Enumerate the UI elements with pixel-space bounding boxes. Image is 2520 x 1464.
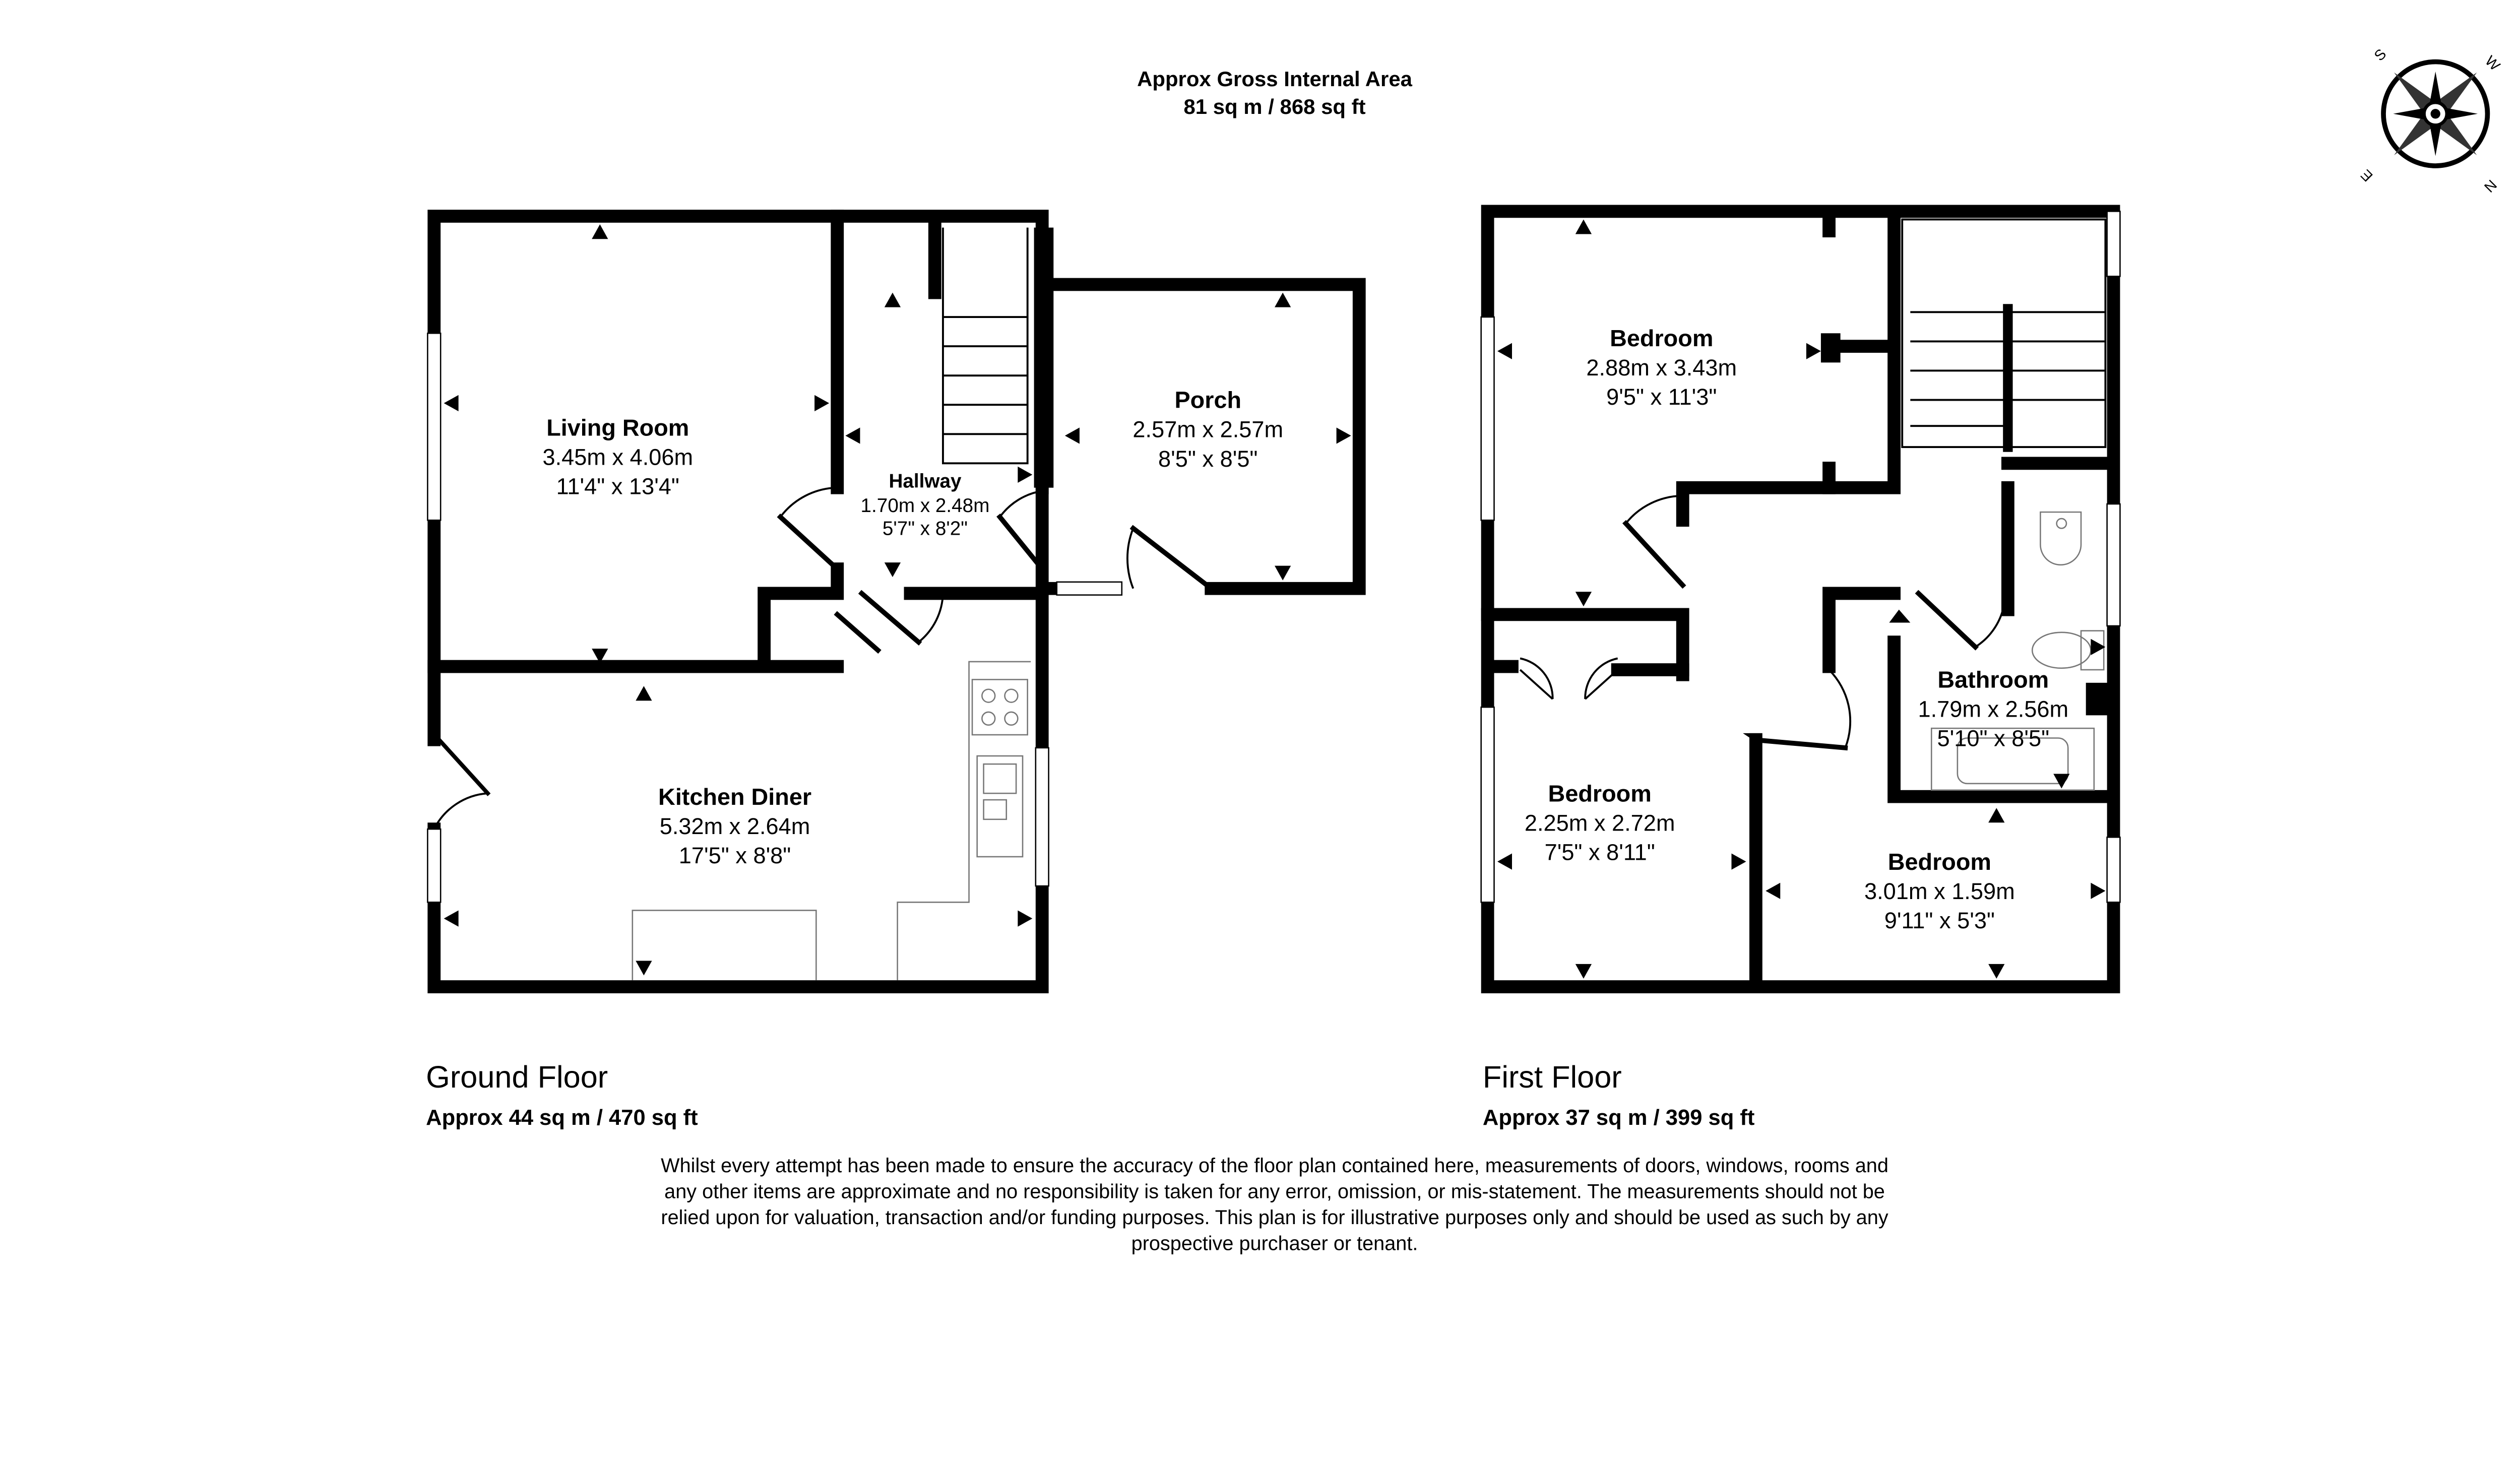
window <box>1480 706 1495 903</box>
room-imperial: 9'5" x 11'3" <box>1606 384 1717 410</box>
ground-floor-plan: Living Room 3.45m x 4.06m 11'4" x 13'4" … <box>427 210 1366 993</box>
wall <box>1887 635 2112 803</box>
window <box>2106 503 2121 627</box>
compass-label-s: S <box>2371 46 2389 64</box>
wall <box>1822 587 1901 673</box>
room-imperial: 5'10" x 8'5" <box>1937 726 2050 751</box>
wall <box>427 562 844 673</box>
room-imperial: 8'5" x 8'5" <box>1158 446 1257 472</box>
basin-icon <box>2040 511 2082 566</box>
first-floor-plan: Bedroom 2.88m x 3.43m 9'5" x 11'3" Bathr… <box>1480 205 2121 993</box>
room-imperial: 11'4" x 13'4" <box>556 474 679 499</box>
window <box>2106 211 2121 277</box>
sink-icon <box>976 755 1024 858</box>
window <box>427 828 442 903</box>
window <box>1035 747 1049 887</box>
window <box>427 332 442 521</box>
hob-icon <box>971 679 1029 736</box>
toilet-icon <box>2031 631 2092 669</box>
room-name-hallway: Hallway <box>889 471 962 492</box>
wall <box>1481 608 1689 681</box>
room-imperial: 5'7" x 8'2" <box>883 518 968 539</box>
disclaimer-line: prospective purchaser or tenant. <box>1131 1233 1418 1255</box>
compass-label-e: E <box>2358 166 2376 184</box>
window <box>1480 316 1495 521</box>
room-metric: 1.79m x 2.56m <box>1918 696 2068 722</box>
first-floor-area: Approx 37 sq m / 399 sq ft <box>1483 1106 1754 1130</box>
wall <box>427 210 1049 494</box>
compass-label-n: N <box>2481 176 2499 195</box>
door <box>834 590 944 654</box>
room-name-porch: Porch <box>1175 387 1242 413</box>
room-name-kitchen-diner: Kitchen Diner <box>658 784 811 810</box>
ground-floor-label: Ground Floor <box>426 1060 608 1094</box>
room-name-bedroom: Bedroom <box>1888 849 1991 875</box>
room-metric: 1.70m x 2.48m <box>861 495 990 517</box>
room-metric: 5.32m x 2.64m <box>660 813 810 839</box>
room-name-bedroom: Bedroom <box>1610 325 1713 351</box>
wall <box>1035 278 1366 595</box>
first-floor-label: First Floor <box>1483 1060 1622 1094</box>
floor-plan: Approx Gross Internal Area 81 sq m / 868… <box>426 46 2503 1255</box>
room-imperial: 17'5" x 8'8" <box>679 843 791 868</box>
window <box>1056 581 1123 596</box>
compass-label-w: W <box>2482 53 2503 74</box>
wall <box>904 587 1049 754</box>
disclaimer-line: relied upon for valuation, transaction a… <box>661 1206 1888 1229</box>
room-name-bedroom: Bedroom <box>1548 780 1652 806</box>
disclaimer-line: any other items are approximate and no r… <box>664 1180 1885 1202</box>
disclaimer-line: Whilst every attempt has been made to en… <box>661 1155 1888 1177</box>
room-metric: 3.01m x 1.59m <box>1864 878 2015 904</box>
room-name-living-room: Living Room <box>546 415 689 441</box>
wall <box>2086 682 2109 716</box>
bath-icon <box>1930 727 2095 791</box>
room-name-bathroom: Bathroom <box>1937 667 2049 693</box>
kitchen-units <box>632 661 1031 981</box>
room-metric: 2.88m x 3.43m <box>1586 355 1737 380</box>
measurement-arrows <box>1497 219 2106 979</box>
room-metric: 3.45m x 4.06m <box>542 444 693 470</box>
staircase <box>942 227 1029 465</box>
wardrobe-doors <box>1519 657 1618 700</box>
wall <box>427 822 1049 993</box>
wall <box>1035 481 1063 595</box>
gross-area-value: 81 sq m / 868 sq ft <box>1183 95 1365 118</box>
door <box>433 737 491 830</box>
ground-floor-area: Approx 44 sq m / 470 sq ft <box>426 1106 698 1130</box>
measurement-arrows <box>444 224 1351 976</box>
door <box>777 486 841 572</box>
door <box>1750 669 1852 751</box>
room-imperial: 7'5" x 8'11" <box>1545 839 1655 865</box>
room-imperial: 9'11" x 5'3" <box>1884 908 1995 933</box>
window <box>2106 836 2121 903</box>
bathroom-fittings <box>1930 511 2105 791</box>
staircase <box>1901 218 2107 452</box>
room-metric: 2.25m x 2.72m <box>1525 810 1675 836</box>
door <box>996 490 1046 572</box>
door <box>1622 494 1686 589</box>
room-metric: 2.57m x 2.57m <box>1132 417 1283 442</box>
door <box>1126 525 1215 592</box>
wall <box>1034 227 1054 488</box>
door <box>1915 590 2004 651</box>
gross-area-title: Approx Gross Internal Area <box>1137 67 1413 91</box>
compass-rose-icon: S W E N <box>2358 46 2503 195</box>
